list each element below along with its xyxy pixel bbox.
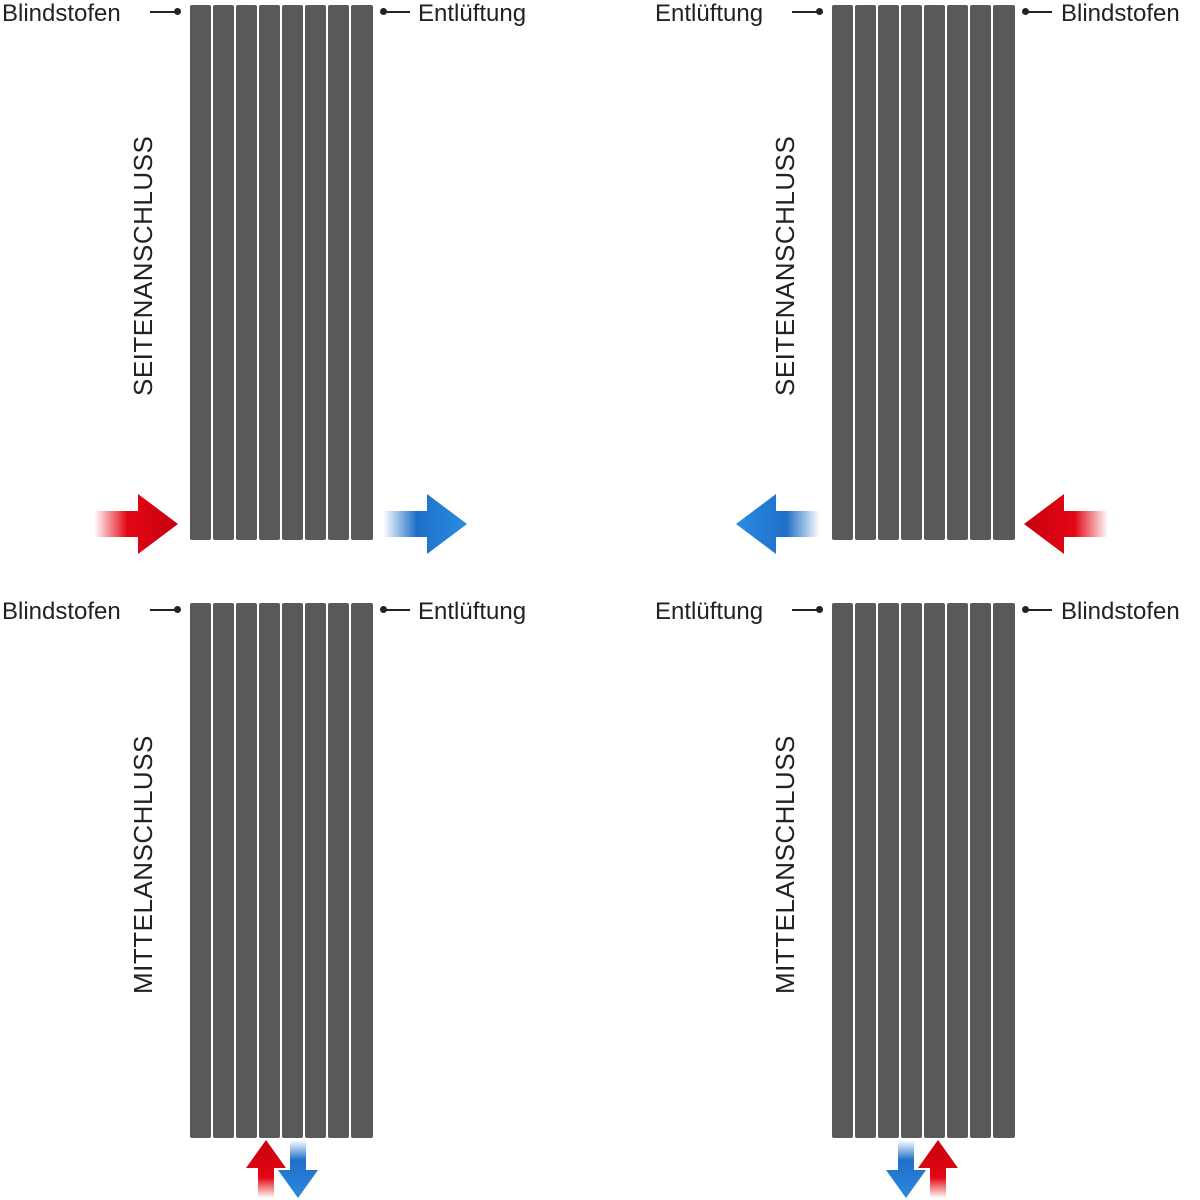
radiator-panel [351, 5, 373, 540]
connection-type-label: SEITENANSCHLUSS [770, 135, 800, 396]
label-left: Entlüftung [655, 598, 764, 625]
leader-line-right [1026, 11, 1052, 13]
radiator-panel [282, 5, 303, 540]
radiator-panel [213, 603, 234, 1138]
leader-dot-right [380, 8, 387, 15]
diagram-bottom-left: Blindstofen Entlüftung MITTELANSCHLUSS [0, 598, 600, 1198]
diagram-top-right: Entlüftung Blindstofen SEITENANSCHLUSS [600, 0, 1200, 600]
radiator-panel [970, 5, 991, 540]
leader-line-right [384, 11, 410, 13]
radiator-panel [878, 5, 899, 540]
radiator-panel [924, 603, 945, 1138]
leader-line-left [792, 609, 818, 611]
leader-line-left [792, 11, 818, 13]
radiator-panel [878, 603, 899, 1138]
radiator-panel [993, 5, 1015, 540]
radiator-panel [901, 603, 922, 1138]
leader-dot-left [816, 606, 823, 613]
label-right: Entlüftung [418, 598, 527, 625]
radiator-panel [351, 603, 373, 1138]
radiator-panel [190, 603, 211, 1138]
cold-outlet-arrow-down-icon [886, 1140, 926, 1198]
cold-outlet-arrow-left-icon [736, 494, 820, 554]
radiator-panel [213, 5, 234, 540]
hot-inlet-arrow-up-icon [918, 1140, 958, 1198]
label-left: Entlüftung [655, 0, 764, 27]
leader-line-right [1026, 609, 1052, 611]
radiator-panel [993, 603, 1015, 1138]
leader-dot-right [380, 606, 387, 613]
leader-dot-right [1022, 606, 1029, 613]
connection-type-label: MITTELANSCHLUSS [128, 735, 158, 994]
radiator-panel [855, 5, 876, 540]
leader-line-right [384, 609, 410, 611]
label-right: Entlüftung [418, 0, 527, 27]
label-left: Blindstofen [2, 0, 121, 27]
radiator-panel [305, 603, 326, 1138]
radiator-panel [305, 5, 326, 540]
radiator-panel [259, 5, 280, 540]
hot-inlet-arrow-right-icon [94, 494, 178, 554]
radiator-panel [832, 603, 853, 1138]
radiator-panel [855, 603, 876, 1138]
radiator-panel [282, 603, 303, 1138]
radiator [190, 5, 373, 540]
label-left: Blindstofen [2, 598, 121, 625]
diagram-top-left: Blindstofen Entlüftung SEITENANSCHLUSS [0, 0, 600, 600]
diagram-bottom-right: Entlüftung Blindstofen MITTELANSCHLUSS [600, 598, 1200, 1198]
radiator-panel [832, 5, 853, 540]
leader-line-left [150, 11, 176, 13]
radiator-panel [328, 603, 349, 1138]
radiator-panel [947, 603, 968, 1138]
cold-outlet-arrow-down-icon [278, 1140, 318, 1198]
label-right: Blindstofen [1061, 0, 1180, 27]
radiator [832, 603, 1015, 1138]
radiator [832, 5, 1015, 540]
hot-inlet-arrow-left-icon [1024, 494, 1108, 554]
radiator-panel [970, 603, 991, 1138]
radiator-panel [236, 5, 257, 540]
leader-line-left [150, 609, 176, 611]
connection-type-label: SEITENANSCHLUSS [128, 135, 158, 396]
connection-type-label: MITTELANSCHLUSS [770, 735, 800, 994]
leader-dot-right [1022, 8, 1029, 15]
hot-inlet-arrow-up-icon [246, 1140, 286, 1198]
leader-dot-left [174, 8, 181, 15]
radiator-panel [947, 5, 968, 540]
leader-dot-left [174, 606, 181, 613]
radiator-panel [328, 5, 349, 540]
radiator [190, 603, 373, 1138]
cold-outlet-arrow-right-icon [383, 494, 467, 554]
radiator-panel [924, 5, 945, 540]
radiator-panel [901, 5, 922, 540]
leader-dot-left [816, 8, 823, 15]
radiator-panel [259, 603, 280, 1138]
radiator-panel [190, 5, 211, 540]
radiator-panel [236, 603, 257, 1138]
label-right: Blindstofen [1061, 598, 1180, 625]
